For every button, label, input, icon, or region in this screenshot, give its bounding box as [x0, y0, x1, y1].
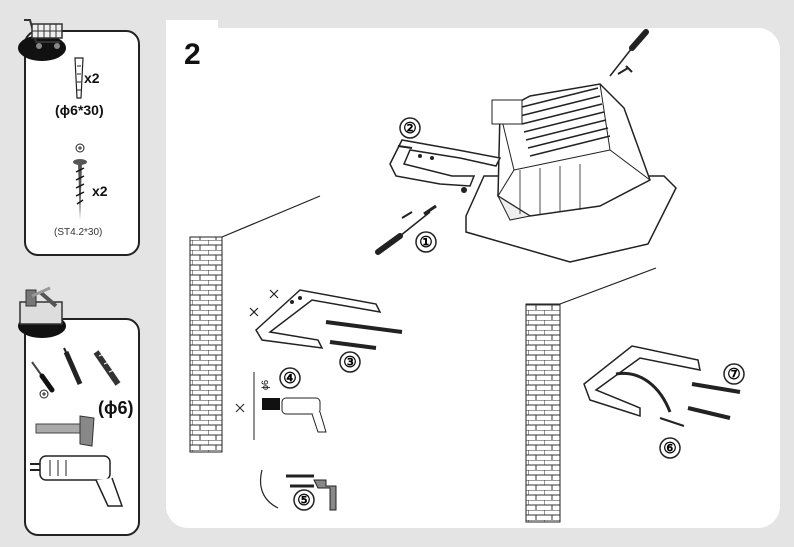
drill-bit-icon: [93, 350, 121, 386]
mounting-bracket-wall: [583, 345, 741, 427]
toolbox-icon: [18, 286, 66, 338]
drill-bit-size: (ɸ6): [98, 398, 134, 418]
mounting-bracket-top: [389, 139, 502, 193]
screwdriver-loosen: [375, 204, 437, 255]
callout-7: ⑦: [727, 366, 740, 383]
screw-size: (ST4.2*30): [54, 227, 103, 238]
callout-1: ①: [419, 234, 432, 251]
heatsink-fins: [517, 87, 611, 157]
step-tab: [166, 20, 218, 98]
callout-1-circle: [415, 231, 437, 253]
callout-2: ②: [403, 120, 416, 137]
step-number: 2: [184, 38, 201, 71]
screwdriver-top: [609, 29, 649, 77]
drill-mark: ɸ6: [260, 380, 270, 390]
callout-7-circle: [723, 363, 745, 385]
callout-4: ④: [283, 370, 296, 387]
callout-3-circle: [339, 351, 361, 373]
anchor-size: (ɸ6*30): [55, 102, 104, 118]
shopping-cart-icon: [18, 19, 66, 61]
floodlight: [465, 83, 677, 263]
anchor-insert-scene: [259, 469, 337, 511]
brick-wall-left: [189, 195, 321, 453]
callout-2-circle: [399, 117, 421, 139]
callout-5-circle: [293, 489, 315, 511]
callout-5: ⑤: [297, 492, 310, 509]
electric-drill-icon: [30, 455, 124, 507]
screwdriver-icon: [31, 361, 55, 399]
wall-anchor-icon: [74, 57, 84, 99]
screw-icon: [73, 143, 87, 220]
callout-6-circle: [659, 437, 681, 459]
screw-quantity: x2: [92, 183, 108, 199]
callout-4-circle: [279, 367, 301, 389]
drilling-scene: [235, 372, 327, 440]
pencil-marking: [325, 320, 403, 350]
mounting-bracket-marking: [249, 289, 382, 349]
hammer-icon: [35, 415, 95, 447]
callout-3: ③: [343, 354, 356, 371]
anchor-quantity: x2: [84, 70, 100, 86]
step-callouts: ① ② ③ ④ ⑤ ⑥ ⑦: [279, 117, 745, 511]
pencil-icon: [63, 347, 83, 386]
callout-6: ⑥: [663, 440, 676, 457]
brick-wall-right: [525, 267, 657, 523]
arrow-remove-bracket: [397, 145, 413, 149]
